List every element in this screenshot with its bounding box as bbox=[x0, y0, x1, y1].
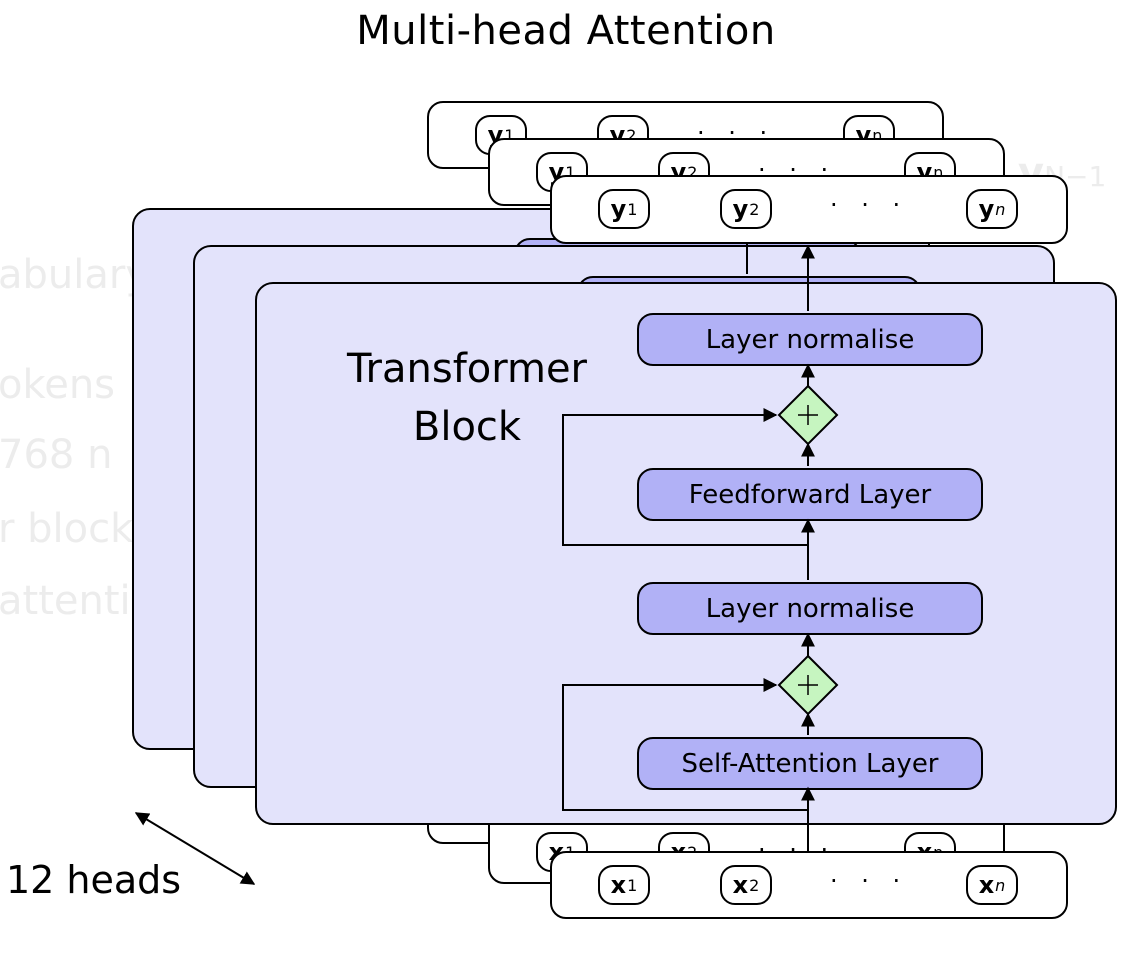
transformer-block-head-1: Transformer Block Layer normalise Feedfo… bbox=[255, 282, 1117, 825]
ghost-text-5: attenti bbox=[0, 578, 131, 624]
ghost-text-2: okens bbox=[0, 362, 116, 408]
residual-connection-2 bbox=[562, 408, 808, 546]
add-node-2 bbox=[777, 384, 839, 446]
ghost-text-1: abulary bbox=[0, 252, 149, 298]
feedforward-layer[interactable]: Feedforward Layer bbox=[637, 468, 983, 521]
add-node-1 bbox=[777, 654, 839, 716]
block-label: Transformer Block bbox=[346, 346, 588, 450]
heads-depth-arrow bbox=[134, 812, 256, 885]
heads-label: 12 heads bbox=[6, 858, 182, 902]
diagram-title: Multi-head Attention bbox=[356, 8, 776, 54]
ghost-text-3: 768 n bbox=[0, 432, 113, 478]
layer-normalise-top[interactable]: Layer normalise bbox=[637, 313, 983, 366]
ellipsis: · · · bbox=[830, 191, 909, 219]
layer-normalise-mid[interactable]: Layer normalise bbox=[637, 582, 983, 635]
ellipsis: · · · bbox=[830, 867, 909, 895]
residual-connection-1 bbox=[562, 678, 808, 811]
ghost-text-4: r block bbox=[0, 506, 134, 552]
